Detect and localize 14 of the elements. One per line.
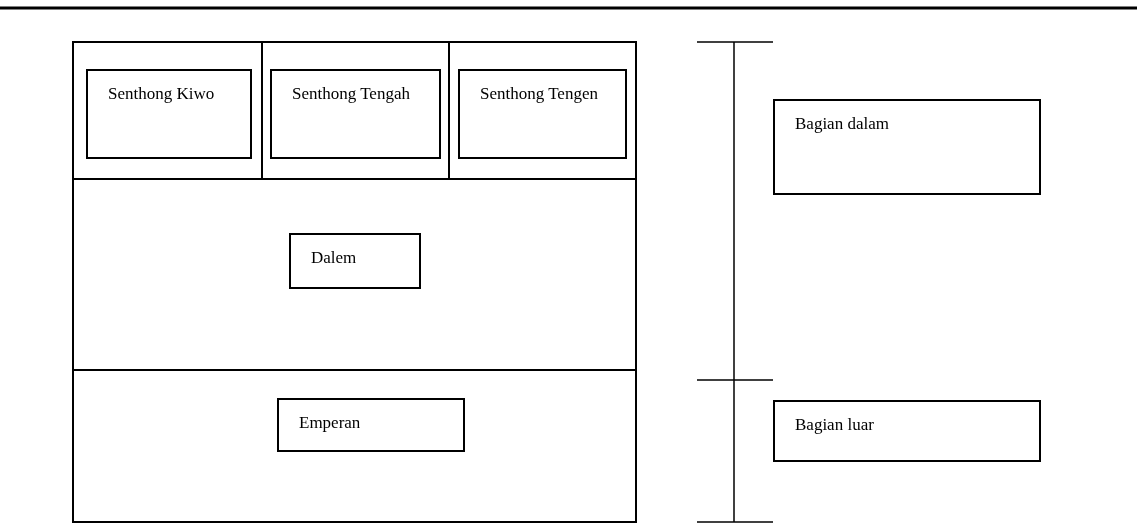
room-name: Bagian luar — [795, 414, 875, 436]
room-label-box — [86, 69, 252, 159]
room-label-box — [270, 69, 441, 159]
room-label-box — [458, 69, 627, 159]
room-label-box — [277, 398, 465, 452]
room-name: Bagian dalam — [795, 113, 890, 135]
room-name: Dalem — [311, 247, 358, 269]
section-label-box — [773, 99, 1041, 195]
room-label-box — [289, 233, 421, 289]
room-name: Senthong Kiwo — [108, 83, 216, 105]
room-name: Emperan — [299, 412, 362, 434]
room-name: Senthong Tengen — [480, 83, 599, 105]
room-name: Senthong Tengah — [292, 83, 411, 105]
section-label-box — [773, 400, 1041, 462]
